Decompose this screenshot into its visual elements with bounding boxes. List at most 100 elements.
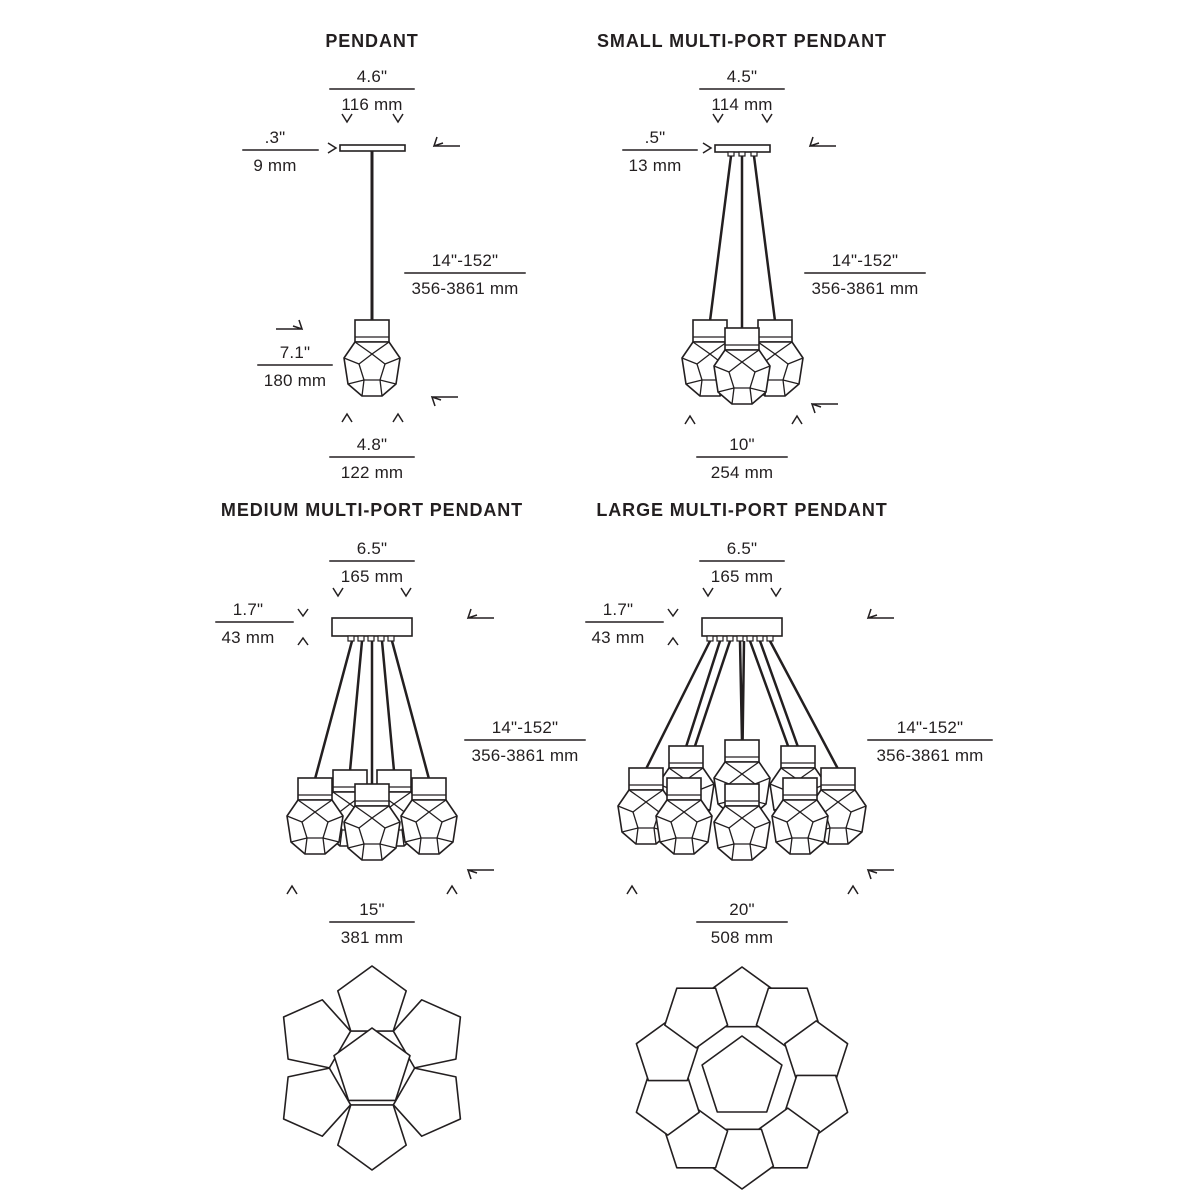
top-view-pentagon <box>282 998 352 1069</box>
large-canopy-port <box>756 635 764 642</box>
dimension-arrows <box>712 113 773 124</box>
dimension-arrows <box>626 884 859 895</box>
large-canopy-port <box>726 635 734 642</box>
pendant-body-h-mm: 180 mm <box>264 371 327 390</box>
large-drop-top-ref-arrow <box>866 608 894 620</box>
medium-top-width-mm: 165 mm <box>341 567 404 586</box>
small-canopy <box>714 144 771 153</box>
small-canopy-h-mm: 13 mm <box>629 156 682 175</box>
large-dim-canopy-height: 1.7" 43 mm <box>585 600 679 647</box>
small-canopy-port <box>727 151 735 157</box>
large-drop-mm: 356-3861 mm <box>876 746 983 765</box>
small-dim-top-width: 4.5" 114 mm <box>699 67 785 124</box>
medium-drop-bottom-ref-arrow <box>466 868 494 880</box>
canopy-height-bracket-arrows <box>297 608 309 646</box>
top-view-center-pentagon <box>333 1027 411 1102</box>
small-canopy-h-inches: .5" <box>645 128 666 147</box>
large-cords <box>644 640 840 786</box>
small-drop-mm: 356-3861 mm <box>811 279 918 298</box>
medium-title: MEDIUM MULTI-PORT PENDANT <box>221 500 523 520</box>
medium-top-view <box>282 965 462 1171</box>
top-view-pentagon <box>336 965 408 1032</box>
large-dim-spread: 20" 508 mm <box>626 884 859 947</box>
large-canopy-h-mm: 43 mm <box>592 628 645 647</box>
top-view-pentagon <box>282 1067 352 1137</box>
medium-canopy <box>331 617 413 637</box>
pendant-drop-top-ref-arrow <box>432 136 460 148</box>
small-spread-mm: 254 mm <box>711 463 774 482</box>
medium-dim-spread: 15" 381 mm <box>286 884 458 947</box>
small-drop-bottom-ref-arrow <box>810 402 838 414</box>
dimension-arrows <box>702 587 782 598</box>
top-view-pentagon <box>783 1020 849 1082</box>
large-top-view <box>635 966 849 1190</box>
pendant-body-w-inches: 4.8" <box>357 435 387 454</box>
small-spread-inches: 10" <box>729 435 755 454</box>
medium-drop-inches: 14"-152" <box>492 718 559 737</box>
pendant-dim-drop: 14"-152" 356-3861 mm <box>404 251 526 298</box>
pendant-dim-canopy-height: .3" 9 mm <box>242 128 338 175</box>
small-drop-top-ref-arrow <box>808 136 836 148</box>
top-view-pentagon <box>709 966 775 1028</box>
large-canopy-port <box>766 635 774 642</box>
large-title: LARGE MULTI-PORT PENDANT <box>596 500 887 520</box>
small-cluster <box>681 319 804 405</box>
pendant-dim-top-width: 4.6" 116 mm <box>329 67 415 124</box>
medium-dim-top-width: 6.5" 165 mm <box>329 539 415 598</box>
small-dim-spread: 10" 254 mm <box>684 414 803 482</box>
medium-drop-mm: 356-3861 mm <box>471 746 578 765</box>
pendant-canopy-h-mm: 9 mm <box>253 156 296 175</box>
medium-top-width-inches: 6.5" <box>357 539 387 558</box>
top-view-pentagon <box>709 1128 775 1190</box>
small-drop-inches: 14"-152" <box>832 251 899 270</box>
diagram-medium-multiport: MEDIUM MULTI-PORT PENDANT 6.5" 165 mm 1.… <box>215 500 586 1171</box>
medium-spread-mm: 381 mm <box>341 928 404 947</box>
small-canopy-port <box>738 151 746 157</box>
top-view-pentagon <box>755 1107 821 1169</box>
large-canopy-port <box>736 635 744 642</box>
medium-canopy-port <box>367 635 375 642</box>
large-drop-inches: 14"-152" <box>897 718 964 737</box>
large-top-width-inches: 6.5" <box>727 539 757 558</box>
dimension-arrows <box>286 884 458 895</box>
large-cluster <box>617 739 867 861</box>
large-canopy-port <box>746 635 754 642</box>
pendant-top-width-inches: 4.6" <box>357 67 387 86</box>
medium-dim-canopy-height: 1.7" 43 mm <box>215 600 309 647</box>
small-dim-drop: 14"-152" 356-3861 mm <box>804 251 926 298</box>
medium-cords <box>313 640 431 785</box>
top-view-pentagon <box>392 1067 462 1137</box>
pendant-body-w-mm: 122 mm <box>341 463 404 482</box>
small-title: SMALL MULTI-PORT PENDANT <box>597 31 887 51</box>
top-view-pentagon <box>336 1104 408 1171</box>
pendant-canopy-h-inches: .3" <box>265 128 286 147</box>
large-canopy-port <box>706 635 714 642</box>
dimension-arrows <box>332 587 412 598</box>
dimension-arrow-right <box>702 142 713 154</box>
small-top-width-inches: 4.5" <box>727 67 757 86</box>
large-drop-bottom-ref-arrow <box>866 868 894 880</box>
pendant-dim-body-width: 4.8" 122 mm <box>329 412 415 482</box>
dimension-arrow-right <box>327 142 338 154</box>
canopy-height-bracket-arrows <box>667 608 679 646</box>
pendant-top-width-mm: 116 mm <box>341 95 402 114</box>
large-dim-drop: 14"-152" 356-3861 mm <box>867 718 993 765</box>
small-canopy-port <box>750 151 758 157</box>
medium-dim-drop: 14"-152" 356-3861 mm <box>464 718 586 765</box>
medium-cluster <box>286 769 458 861</box>
pendant-title: PENDANT <box>325 31 418 51</box>
small-top-width-mm: 114 mm <box>711 95 772 114</box>
pendant-dim-body-height: 7.1" 180 mm <box>257 319 333 390</box>
medium-canopy-port <box>347 635 355 642</box>
pendant-body-h-inches: 7.1" <box>280 343 310 362</box>
pendant-canopy <box>339 144 406 152</box>
pendant-drop-inches: 14"-152" <box>432 251 499 270</box>
large-dim-top-width: 6.5" 165 mm <box>699 539 785 598</box>
medium-canopy-port <box>377 635 385 642</box>
large-spread-mm: 508 mm <box>711 928 774 947</box>
diagram-large-multiport: LARGE MULTI-PORT PENDANT 6.5" 165 mm 1.7… <box>585 500 993 1190</box>
top-view-pentagon <box>663 987 729 1049</box>
top-view-pentagon <box>392 998 462 1069</box>
large-spread-inches: 20" <box>729 900 755 919</box>
